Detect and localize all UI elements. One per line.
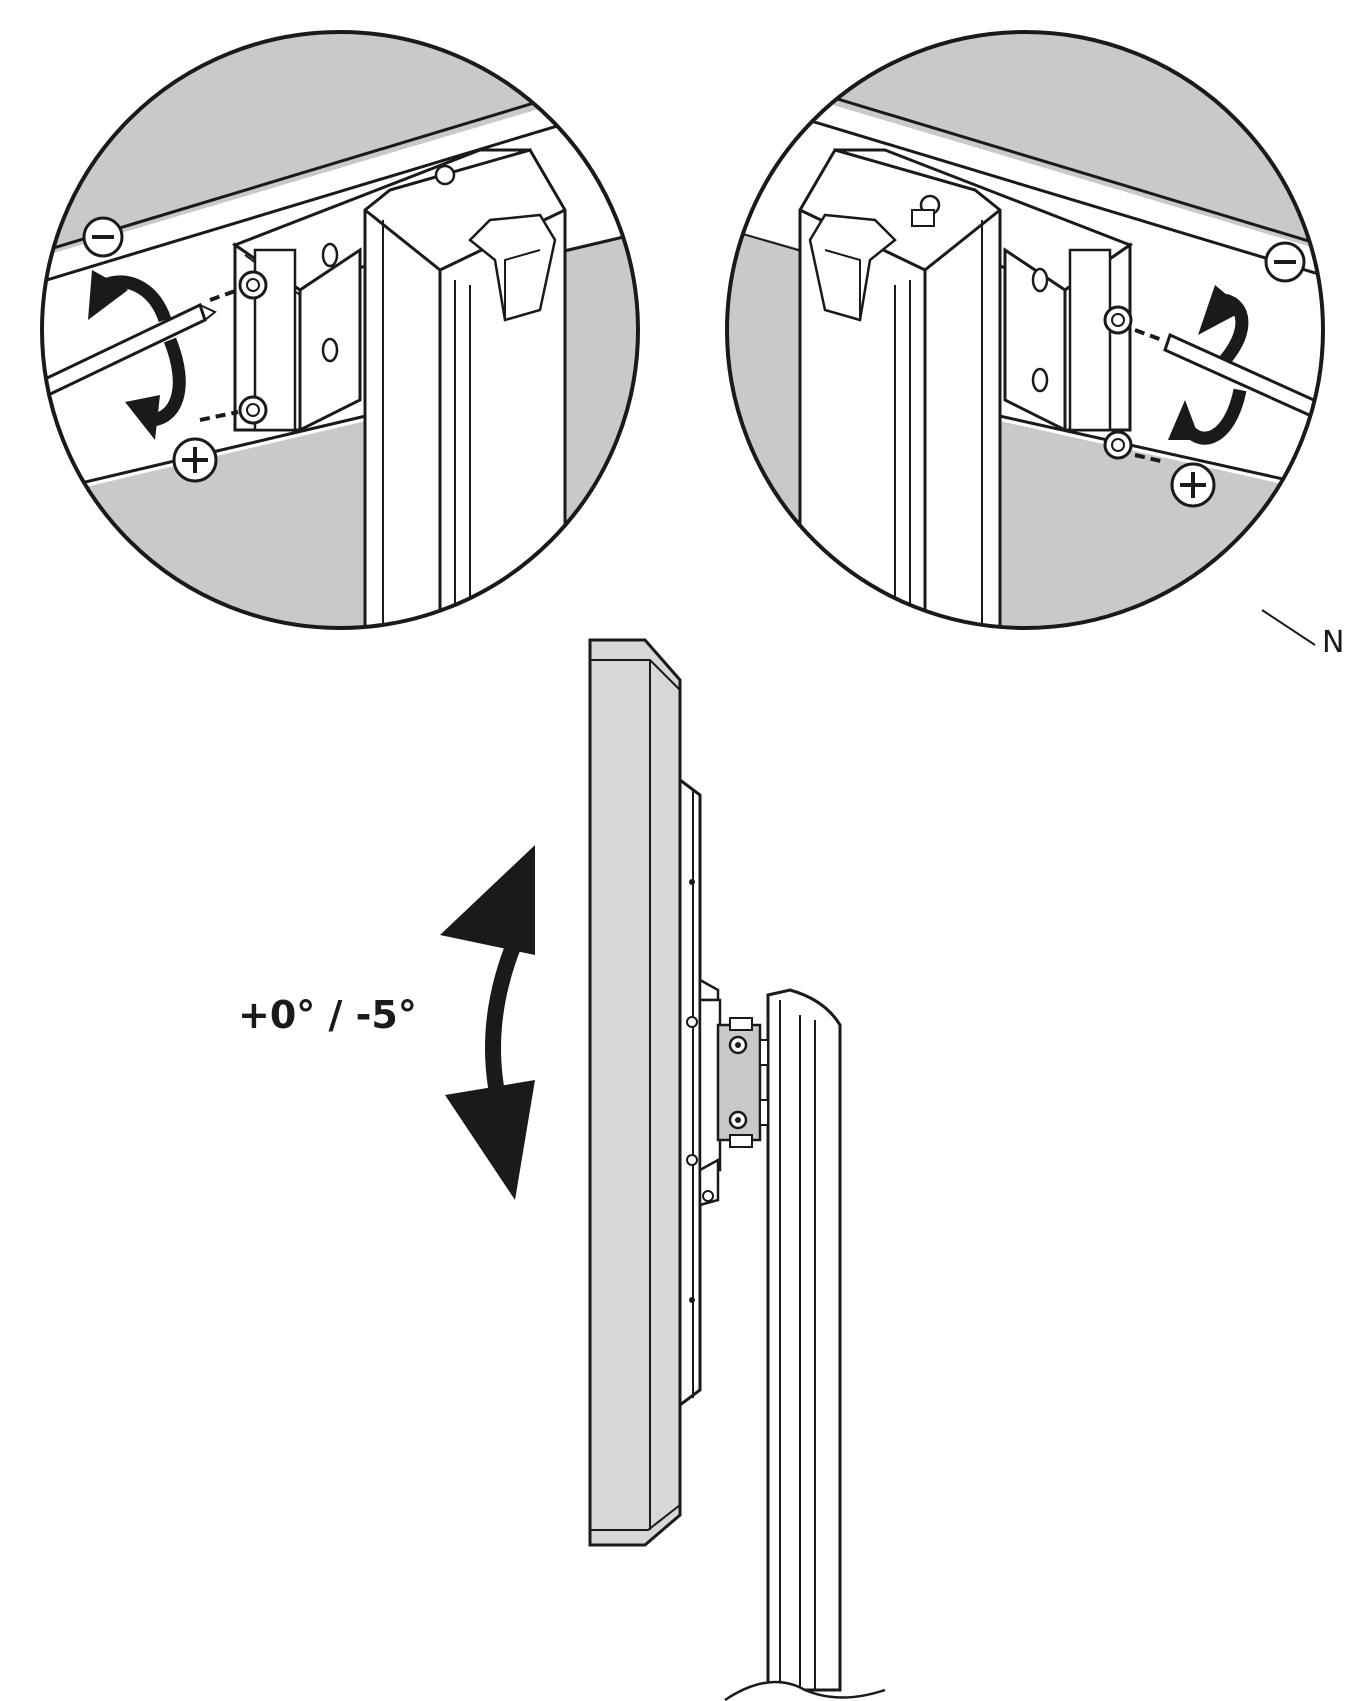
double-headed-curved-arrow-icon	[440, 845, 535, 1200]
part-callout-label: N	[1322, 625, 1344, 660]
rotate-cw-arrow-icon	[149, 337, 186, 427]
detail-view-right: N	[725, 30, 1344, 660]
monitor-back-housing	[678, 777, 702, 1408]
minus-sign-icon	[82, 216, 124, 258]
plus-sign-icon	[172, 437, 218, 483]
tilt-bracket	[686, 977, 769, 1207]
monitor-panel	[588, 638, 682, 1547]
detail-view-left	[40, 30, 640, 630]
support-pole	[724, 988, 886, 1701]
tilt-range-label: +0° / -5°	[238, 993, 417, 1037]
support-column	[798, 148, 1002, 628]
minus-sign-icon	[1264, 241, 1306, 283]
callout-leader-line	[1261, 609, 1316, 646]
support-column	[363, 148, 567, 628]
side-view-monitor: +0° / -5°	[238, 638, 886, 1701]
plus-sign-icon	[1170, 462, 1216, 508]
